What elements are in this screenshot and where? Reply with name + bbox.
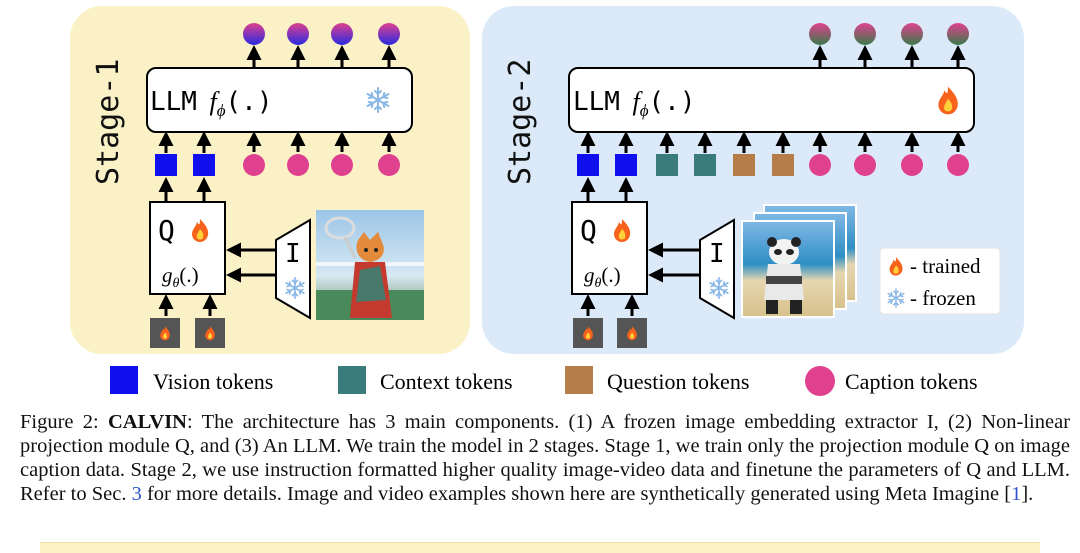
stage1-output-tokens (243, 23, 400, 68)
caption-body: ]. (1021, 483, 1034, 505)
legend: Vision tokens Context tokens Question to… (110, 366, 978, 396)
svg-text:gθ(.): gθ(.) (162, 263, 199, 291)
caption-token (809, 154, 831, 176)
stage2-output-tokens (809, 23, 969, 68)
legend-swatch-context (338, 366, 366, 394)
caption-token (243, 154, 265, 176)
caption-token (331, 154, 353, 176)
legend-swatch-caption (805, 366, 835, 396)
caption-body: : The architecture has 3 main components… (20, 411, 1071, 505)
q-label: Q (158, 214, 175, 247)
svg-text:LLM fϕ(.): LLM fϕ(.) (150, 87, 272, 120)
legend-label: Caption tokens (845, 369, 978, 394)
caption-prefix: Figure 2: (20, 411, 99, 433)
section-ref-link[interactable]: 3 (131, 483, 142, 505)
output-token (331, 23, 353, 45)
stage1-label: Stage-1 (91, 59, 126, 185)
stage1-encoder (275, 218, 311, 320)
cat-tennis-image (316, 210, 424, 320)
caption-token (947, 154, 969, 176)
output-token (243, 23, 265, 45)
vision-token (577, 154, 599, 176)
llm-label: LLM (150, 87, 197, 117)
caption-token (287, 154, 309, 176)
question-token (772, 154, 794, 176)
legend-label: Question tokens (607, 369, 749, 394)
caption-token (854, 154, 876, 176)
output-token (901, 23, 923, 45)
caption-token (901, 154, 923, 176)
stage2-llm-box (568, 67, 975, 133)
stage2-q-module (571, 201, 648, 295)
llm-sub: ϕ (217, 101, 226, 120)
context-token (656, 154, 678, 176)
legend-label: Context tokens (380, 369, 513, 394)
output-token (809, 23, 831, 45)
stage1-llm-box (146, 67, 413, 133)
legend-swatch-vision (110, 366, 138, 394)
frozen-label: - frozen (910, 286, 976, 310)
llm-arg: (.) (226, 87, 273, 117)
training-key: - trained - frozen (879, 247, 1001, 315)
vision-token (155, 154, 177, 176)
stage1-q-module (149, 201, 226, 295)
stage2-label: Stage-2 (503, 59, 538, 185)
encoder-label: I (285, 239, 301, 269)
vision-token (193, 154, 215, 176)
vision-token (615, 154, 637, 176)
architecture-diagram: Stage-1 LLM fϕ(.) (70, 6, 1024, 396)
legend-swatch-question (565, 366, 593, 394)
caption-title: CALVIN (108, 411, 187, 433)
panda-beach-video-frames (741, 204, 857, 318)
stage2-encoder (699, 218, 735, 320)
caption-body: for more details. Image and video exampl… (146, 483, 1012, 505)
svg-text:Q: Q (580, 214, 597, 247)
citation-link[interactable]: 1 (1011, 483, 1022, 505)
trained-label: - trained (910, 254, 981, 278)
llm-func: f (209, 87, 220, 116)
svg-text:I: I (709, 239, 725, 269)
legend-label: Vision tokens (153, 369, 273, 394)
output-token (378, 23, 400, 45)
svg-text:gθ(.): gθ(.) (584, 263, 621, 291)
output-token (947, 23, 969, 45)
output-token (287, 23, 309, 45)
figure-caption: Figure 2: CALVIN: The architecture has 3… (20, 410, 1070, 506)
output-token (854, 23, 876, 45)
caption-token (378, 154, 400, 176)
svg-text:LLM fϕ(.): LLM fϕ(.) (573, 87, 695, 120)
question-token (733, 154, 755, 176)
context-token (694, 154, 716, 176)
